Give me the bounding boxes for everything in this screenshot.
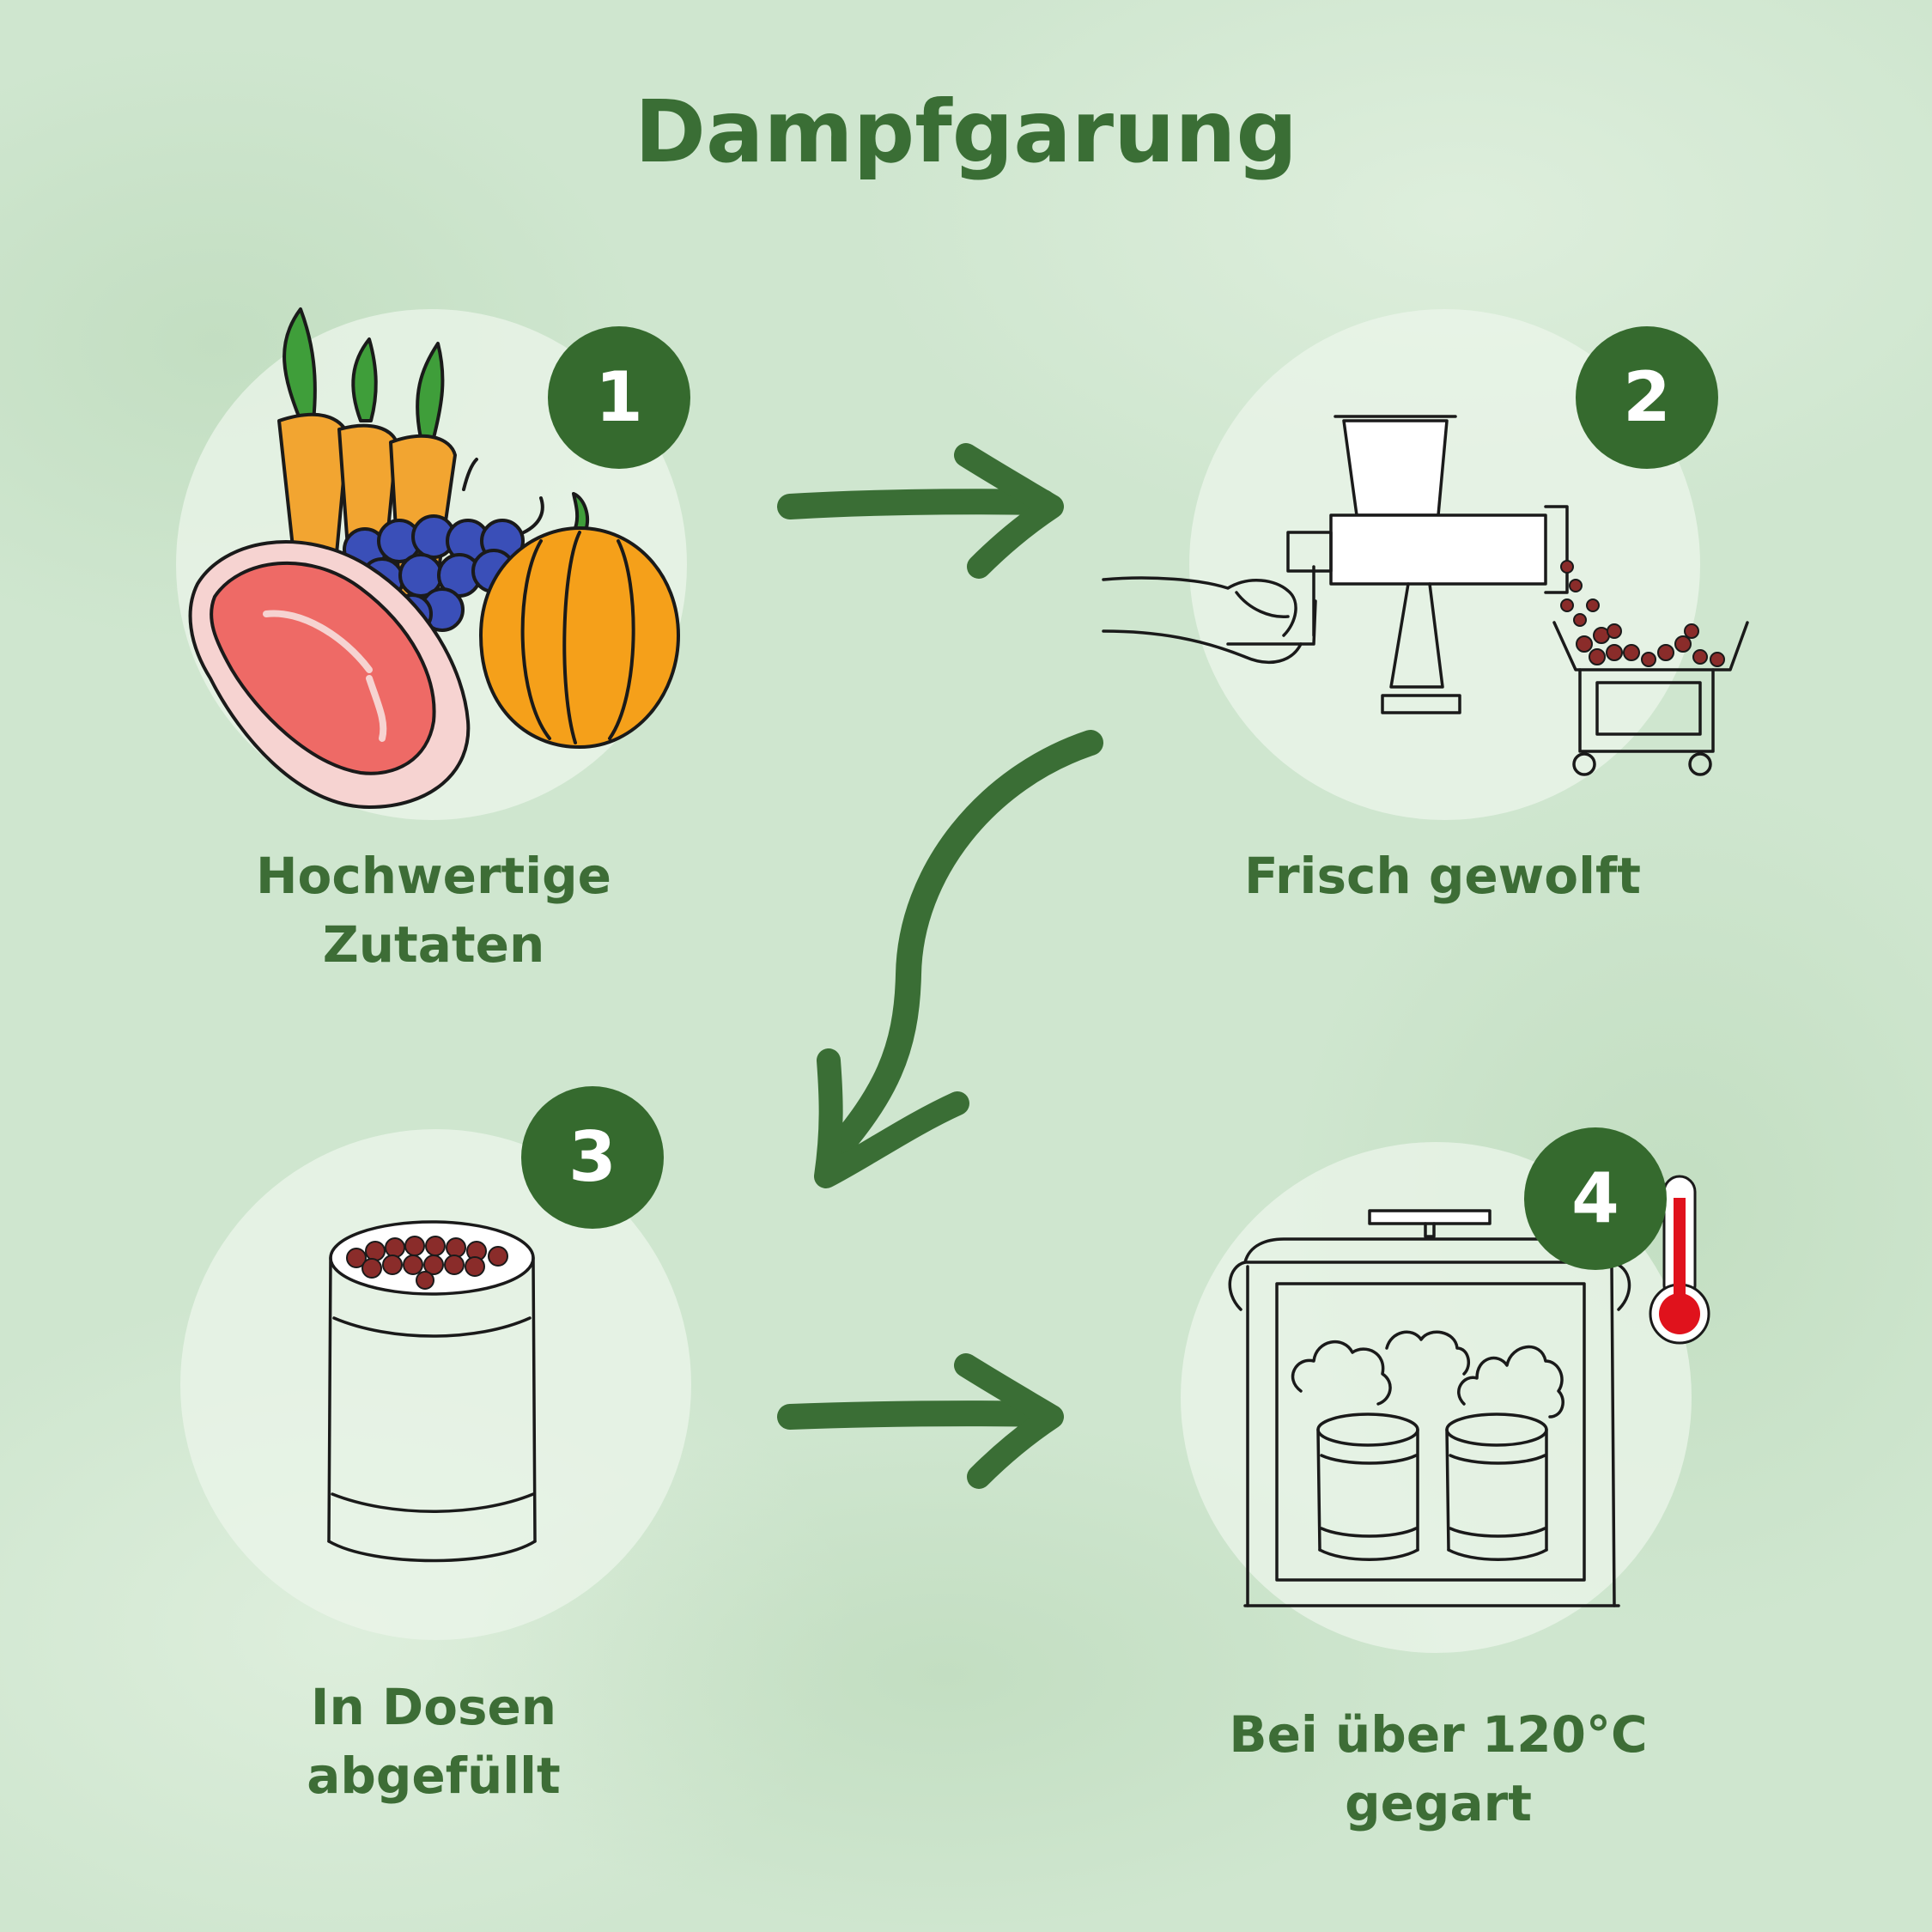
can-icon: [327, 1220, 537, 1563]
page-title: Dampfgarung: [634, 82, 1298, 182]
meat-grinder-icon: [1102, 415, 1749, 776]
step-2-badge: 2: [1576, 326, 1718, 469]
step-4-badge: 4: [1524, 1127, 1667, 1270]
step-3-label: In Dosen abgefüllt: [307, 1678, 561, 1805]
step-3-badge: 3: [521, 1086, 664, 1229]
step-1-label: Hochwertige Zutaten: [255, 847, 612, 974]
arrow-step1-to-step2: [777, 443, 1064, 579]
step-2-label: Frisch gewolft: [1244, 847, 1641, 905]
arrow-step3-to-step4: [777, 1353, 1064, 1489]
step-1-badge: 1: [548, 326, 690, 469]
step-4-label: Bei über 120°C gegart: [1229, 1705, 1648, 1832]
ingredients-icon: [188, 307, 680, 809]
arrow-step2-to-step3: [814, 730, 1103, 1188]
thermometer-icon: [1649, 1175, 1710, 1345]
steam-cooker-icon: [1228, 1209, 1631, 1607]
